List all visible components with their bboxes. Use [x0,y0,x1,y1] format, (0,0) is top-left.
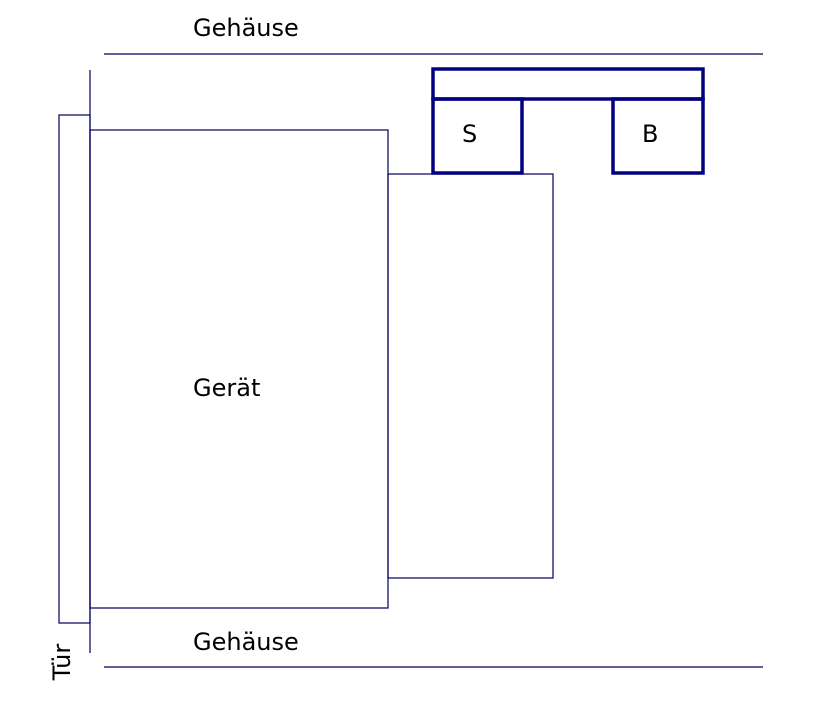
device-extension-box [387,173,554,579]
door-label: Tür [48,643,77,681]
component-b-label: B [642,120,659,148]
device-label: Gerät [193,374,261,402]
housing-top-label: Gehäuse [193,14,299,42]
housing-bottom-label: Gehäuse [193,628,299,656]
mount-bar [431,67,705,101]
device-box [89,129,389,609]
door-panel [58,114,91,624]
component-s-box [431,97,524,175]
component-b-box [611,97,705,175]
component-s-label: S [462,120,478,148]
